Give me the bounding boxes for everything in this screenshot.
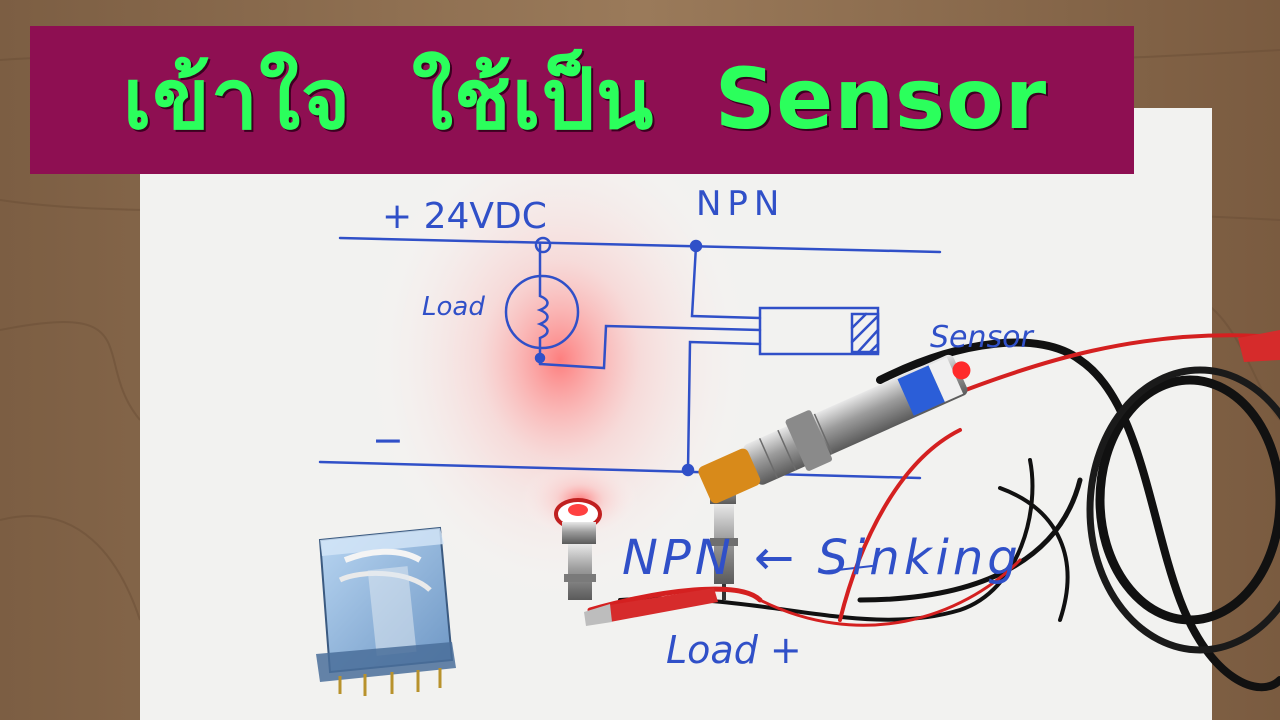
- npn-type-label: NPN: [696, 184, 786, 224]
- load-label: Load: [422, 292, 485, 322]
- relay-module: [316, 526, 456, 696]
- banner-title: เข้าใจ ใช้เป็น Sensor: [122, 50, 1048, 148]
- circuit-drawing: [318, 236, 942, 573]
- panel-led-lamp: [554, 498, 602, 600]
- alligator-clips: [584, 330, 1280, 626]
- supply-voltage-label: + 24VDC: [382, 196, 547, 237]
- proximity-sensor: [698, 354, 971, 504]
- load-plus-label: Load +: [666, 628, 802, 672]
- npn-sinking-note: NPN ← Sinking: [622, 530, 1022, 586]
- sensor-label: Sensor: [930, 320, 1033, 355]
- cables: [587, 333, 1280, 692]
- title-banner: [30, 26, 1134, 174]
- led-glow: [360, 110, 760, 610]
- ground-label: −: [372, 418, 404, 462]
